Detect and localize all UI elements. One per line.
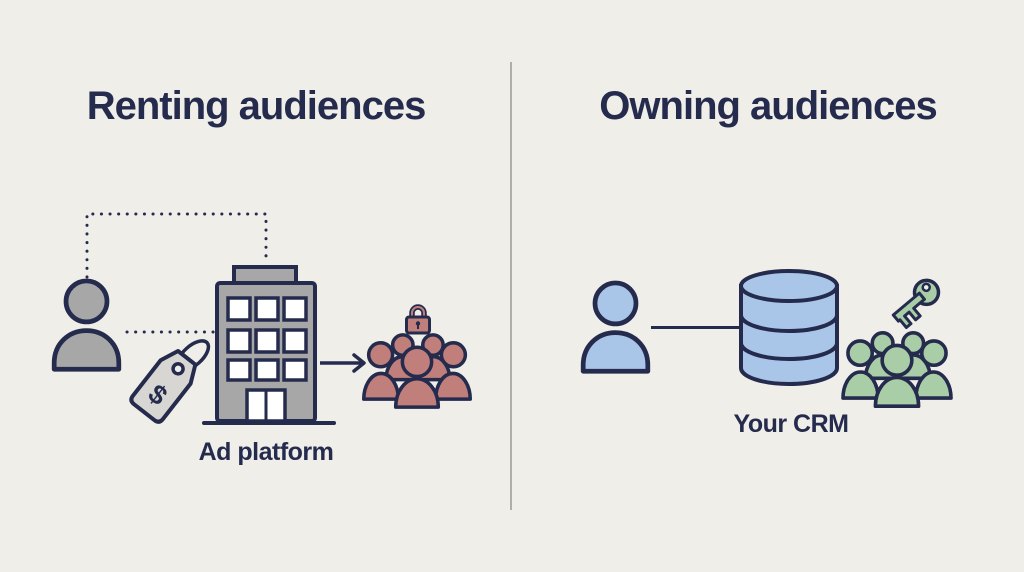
owner-user-icon — [580, 280, 651, 374]
arrow-right-icon — [320, 353, 366, 373]
rented-audience-group-icon — [362, 333, 472, 409]
ad-platform-building-icon — [202, 265, 336, 425]
key-icon — [891, 278, 941, 330]
tag-hole — [171, 362, 185, 376]
building-door — [245, 388, 287, 423]
owned-audience-group-icon — [841, 331, 953, 408]
renting-title: Renting audiences — [86, 84, 427, 128]
price-tag-icon: $ — [129, 339, 211, 424]
building-roof — [232, 265, 298, 285]
building-windows — [226, 296, 308, 382]
ad-platform-label: Ad platform — [198, 438, 334, 466]
crm-database-icon — [739, 269, 839, 386]
lock-icon — [405, 304, 431, 335]
renter-user-icon — [51, 278, 122, 372]
crm-label: Your CRM — [733, 410, 849, 438]
connection-line — [651, 326, 741, 329]
panel-divider — [510, 62, 512, 510]
owning-title: Owning audiences — [599, 84, 937, 128]
